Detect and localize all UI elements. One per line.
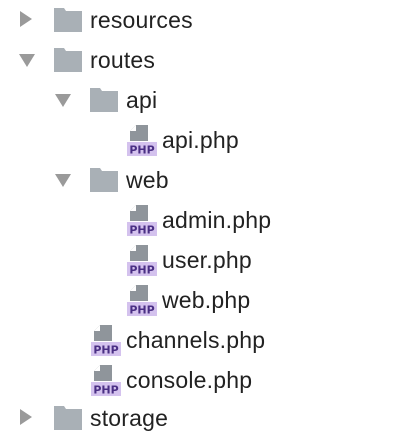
folder-icon xyxy=(54,406,82,430)
folder-icon xyxy=(54,48,82,72)
folder-icon xyxy=(90,88,118,112)
tree-row-web[interactable]: web xyxy=(0,160,400,200)
php-file-icon: PHP xyxy=(126,283,158,317)
php-badge-text: PHP xyxy=(129,264,154,277)
php-badge-text: PHP xyxy=(129,144,154,157)
tree-row-channels-php[interactable]: PHP channels.php xyxy=(0,320,400,360)
tree-row-routes[interactable]: routes xyxy=(0,40,400,80)
tree-item-label: resources xyxy=(90,7,193,33)
tree-item-label: web.php xyxy=(162,287,251,313)
php-badge-text: PHP xyxy=(93,344,118,357)
php-file-icon: PHP xyxy=(126,243,158,277)
tree-row-api[interactable]: api xyxy=(0,80,400,120)
php-badge-text: PHP xyxy=(93,384,118,397)
tree-item-label: admin.php xyxy=(162,207,272,233)
php-badge-text: PHP xyxy=(129,224,154,237)
tree-item-label: user.php xyxy=(162,247,252,273)
tree-row-user-php[interactable]: PHP user.php xyxy=(0,240,400,280)
tree-row-storage[interactable]: storage xyxy=(0,398,400,438)
php-file-icon: PHP xyxy=(90,363,122,397)
tree-row-admin-php[interactable]: PHP admin.php xyxy=(0,200,400,240)
tree-item-label: channels.php xyxy=(126,327,266,353)
chevron-down-icon[interactable] xyxy=(18,52,35,70)
php-file-icon: PHP xyxy=(126,203,158,237)
tree-item-label: api.php xyxy=(162,127,239,153)
tree-row-console-php[interactable]: PHP console.php xyxy=(0,360,400,400)
tree-item-label: routes xyxy=(90,47,156,73)
chevron-right-icon[interactable] xyxy=(18,408,34,426)
tree-row-web-php[interactable]: PHP web.php xyxy=(0,280,400,320)
php-badge-text: PHP xyxy=(129,304,154,317)
chevron-down-icon[interactable] xyxy=(54,92,71,110)
php-file-icon: PHP xyxy=(126,123,158,157)
tree-item-label: web xyxy=(126,167,169,193)
tree-row-resources[interactable]: resources xyxy=(0,0,400,40)
folder-icon xyxy=(54,8,82,32)
tree-item-label: storage xyxy=(90,405,169,431)
tree-item-label: console.php xyxy=(126,367,253,393)
tree-row-api-php[interactable]: PHP api.php xyxy=(0,120,400,160)
tree-item-label: api xyxy=(126,87,158,113)
folder-icon xyxy=(90,168,118,192)
chevron-down-icon[interactable] xyxy=(54,172,71,190)
php-file-icon: PHP xyxy=(90,323,122,357)
chevron-right-icon[interactable] xyxy=(18,10,34,28)
